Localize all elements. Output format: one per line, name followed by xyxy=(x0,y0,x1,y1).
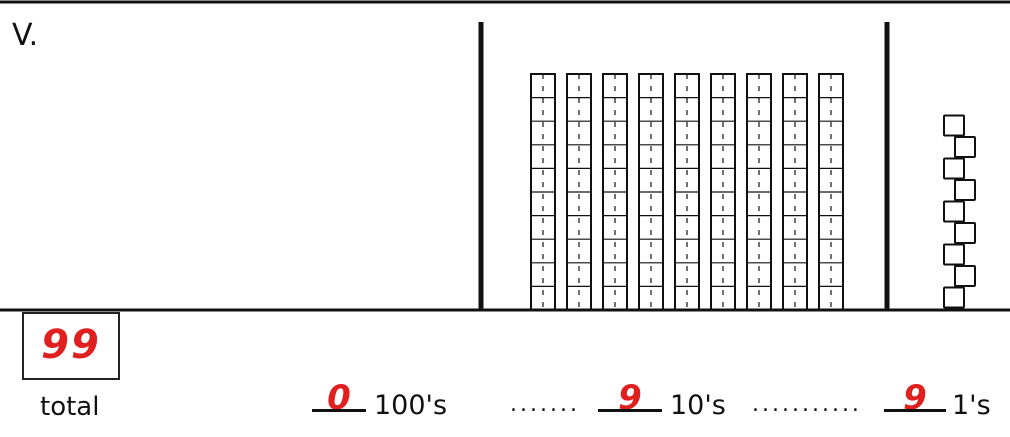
ones-answer-digit: 9 xyxy=(884,378,946,418)
tens-rod xyxy=(531,74,555,310)
ones-cube xyxy=(944,245,964,265)
ones-cube xyxy=(944,288,964,308)
ones-cube xyxy=(944,202,964,222)
hundreds-answer: 0 xyxy=(312,378,366,418)
ones-cube xyxy=(955,223,975,243)
ones-answer-line xyxy=(884,409,946,412)
tens-label: 10's xyxy=(670,390,726,421)
tens-rod xyxy=(747,74,771,310)
total-label: total xyxy=(40,392,99,422)
ones-label: 1's xyxy=(952,390,991,421)
tens-answer: 9 xyxy=(598,378,662,418)
problem-label: V. xyxy=(12,18,38,53)
tens-rod xyxy=(639,74,663,310)
tens-rod xyxy=(819,74,843,310)
total-value: 99 xyxy=(24,322,118,368)
leader-dots-1: ....... xyxy=(510,392,580,417)
tens-rods xyxy=(531,74,843,310)
leader-dots-2: ........... xyxy=(752,392,862,417)
ones-cube xyxy=(955,137,975,157)
ones-answer: 9 xyxy=(884,378,946,418)
tens-answer-digit: 9 xyxy=(598,378,662,418)
ones-cube xyxy=(955,180,975,200)
hundreds-answer-digit: 0 xyxy=(312,378,366,418)
tens-rod xyxy=(567,74,591,310)
tens-answer-line xyxy=(598,409,662,412)
hundreds-answer-line xyxy=(312,409,366,412)
tens-rod xyxy=(603,74,627,310)
tens-rod xyxy=(711,74,735,310)
ones-cubes xyxy=(944,116,975,308)
hundreds-label: 100's xyxy=(374,390,447,421)
total-box: 99 xyxy=(22,312,120,380)
tens-rod xyxy=(783,74,807,310)
ones-cube xyxy=(944,116,964,136)
tens-rod xyxy=(675,74,699,310)
ones-cube xyxy=(944,159,964,179)
ones-cube xyxy=(955,266,975,286)
